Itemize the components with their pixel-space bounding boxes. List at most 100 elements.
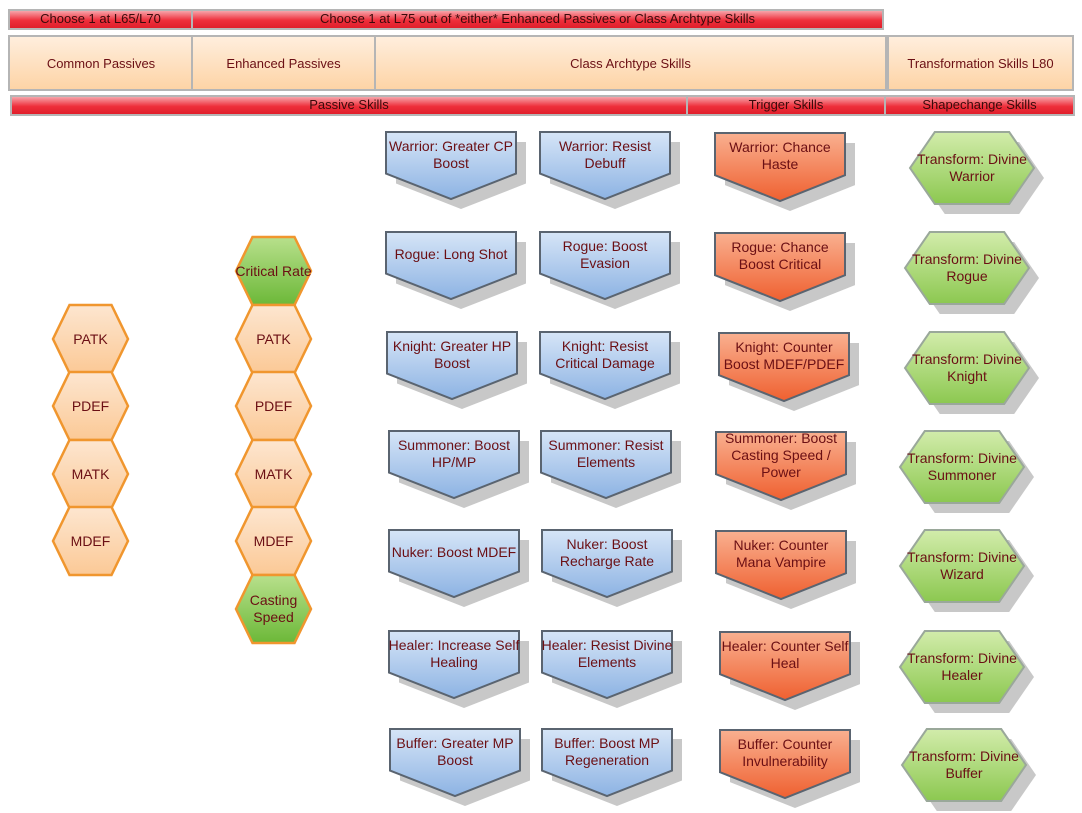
trigger-skill: Summoner: Boost Casting Speed / Power [715,429,856,510]
enhanced-passive-hex: Casting Speed [234,573,313,645]
shape-label: MATK [254,465,293,482]
shape-label: Transform: Divine Healer [907,650,1017,683]
shape-body [539,231,671,301]
common-passive-hex: PATK [51,303,130,375]
class-passive-skill: Knight: Resist Critical Damage [539,331,680,409]
choose-l75-bar: Choose 1 at L75 out of *either* Enhanced… [191,9,884,30]
shape-label: PATK [256,330,291,347]
shape-label: Buffer: Boost MP Regeneration [554,734,660,768]
shape-body [715,530,847,601]
shape-body [388,430,520,500]
enhanced-passive-hex: PATK [234,303,313,375]
shape-label: Warrior: Greater CP Boost [389,137,513,171]
shape-label: Healer: Resist Divine Elements [541,636,673,670]
shape-body [719,631,851,702]
shape-label: Knight: Resist Critical Damage [555,337,655,371]
shape-body [900,728,1028,802]
choose-l65-label: Choose 1 at L65/L70 [40,11,161,26]
shape-body [539,131,671,201]
class-passive-skill: Nuker: Boost MDEF [388,529,529,607]
header-transformation-label: Transformation Skills L80 [907,55,1054,71]
common-passive-hex: MATK [51,438,130,510]
shape-label: MATK [71,465,110,482]
shape-label: Rogue: Chance Boost Critical [731,239,829,273]
class-passive-skill: Buffer: Greater MP Boost [389,728,530,806]
trigger-skill: Healer: Counter Self Heal [719,631,860,710]
shape-label: Nuker: Boost Recharge Rate [559,535,655,569]
shape-body [385,231,517,301]
shape-body [539,331,671,401]
class-passive-skill: Healer: Resist Divine Elements [541,630,682,708]
class-passive-skill: Rogue: Boost Evasion [539,231,680,309]
shape-label: MDEF [253,532,294,549]
header-class-archtype: Class Archtype Skills [374,35,887,91]
shape-body [385,131,517,201]
header-transformation: Transformation Skills L80 [887,35,1074,91]
shape-label: PDEF [254,397,293,414]
transform-skill: Transform: Divine Healer [898,630,1034,713]
trigger-skill: Warrior: Chance Haste [714,132,855,211]
shape-label: Critical Rate [235,262,312,279]
trigger-skill: Rogue: Chance Boost Critical [714,232,855,311]
shape-body [386,331,518,401]
shape-label: Buffer: Counter Invulnerability [737,736,833,770]
shape-body [389,728,521,798]
shape-label: Transform: Divine Summoner [907,450,1017,483]
transform-skill: Transform: Divine Warrior [908,131,1044,214]
class-passive-skill: Summoner: Resist Elements [540,430,681,508]
shape-label: Transform: Divine Wizard [907,549,1017,582]
shape-body [718,332,850,403]
enhanced-passive-hex: PDEF [234,370,313,442]
shape-body [541,529,673,599]
shape-body [898,630,1026,704]
header-class-label: Class Archtype Skills [570,55,691,71]
shape-body [898,529,1026,603]
shape-body [715,431,847,502]
passive-skills-bar: Passive Skills [10,95,688,116]
shape-label: Warrior: Chance Haste [729,139,831,173]
transform-skill: Transform: Divine Knight [903,331,1039,414]
shape-label: Rogue: Boost Evasion [562,237,648,271]
shape-label: Healer: Increase Self Healing [388,636,520,670]
shape-label: Healer: Counter Self Heal [721,638,849,672]
shape-label: MDEF [70,532,111,549]
header-common-label: Common Passives [46,55,156,71]
transform-skill: Transform: Divine Rogue [903,231,1039,314]
shape-label: Summoner: Resist Elements [548,436,664,470]
shape-label: PATK [73,330,108,347]
shape-body [541,728,673,798]
class-passive-skill: Healer: Increase Self Healing [388,630,529,708]
class-passive-skill: Rogue: Long Shot [385,231,526,309]
shape-label: Casting Speed [249,592,298,625]
shape-label: Warrior: Resist Debuff [558,137,652,171]
class-passive-skill: Nuker: Boost Recharge Rate [541,529,682,607]
shape-label: Summoner: Boost HP/MP [397,436,511,470]
passive-skills-label: Passive Skills [309,97,389,112]
shape-body [388,529,520,599]
shape-body [898,430,1026,504]
class-passive-skill: Warrior: Resist Debuff [539,131,680,209]
class-passive-skill: Warrior: Greater CP Boost [385,131,526,209]
trigger-skill: Nuker: Counter Mana Vampire [715,530,856,609]
enhanced-passive-hex: Critical Rate [234,235,313,307]
common-passive-hex: MDEF [51,505,130,577]
header-enhanced-label: Enhanced Passives [226,55,341,71]
shape-label: Nuker: Counter Mana Vampire [733,537,829,571]
trigger-skill: Buffer: Counter Invulnerability [719,729,860,808]
shapechange-skills-label: Shapechange Skills [922,97,1037,112]
enhanced-passive-hex: MDEF [234,505,313,577]
shape-body [541,630,673,700]
trigger-skills-bar: Trigger Skills [686,95,886,116]
shape-body [388,630,520,700]
shape-body [903,231,1031,305]
shape-label: Transform: Divine Rogue [912,251,1022,284]
shape-label: Summoner: Boost Casting Speed / Power [724,429,838,480]
shape-body [234,573,313,645]
header-common-passives: Common Passives [8,35,194,91]
shape-body [714,232,846,303]
trigger-skills-label: Trigger Skills [748,97,824,112]
shape-label: PDEF [71,397,110,414]
choose-l65-bar: Choose 1 at L65/L70 [8,9,193,30]
shape-label: Rogue: Long Shot [394,246,508,263]
transform-skill: Transform: Divine Summoner [898,430,1034,513]
